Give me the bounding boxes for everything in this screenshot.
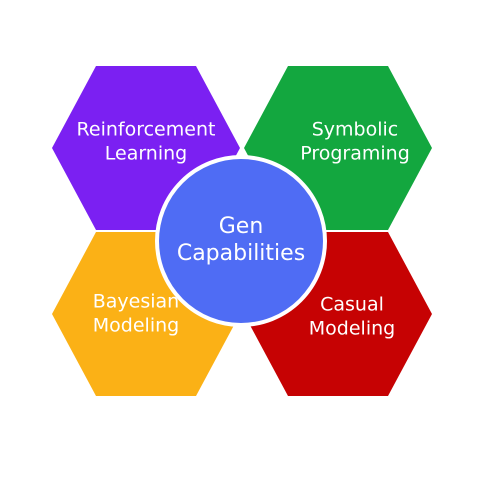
hexagon-label-line1: Bayesian xyxy=(93,291,179,313)
center-label-line1: Gen xyxy=(219,214,264,239)
center-label-line2: Capabilities xyxy=(177,241,305,266)
hexagon-label-line1: Reinforcement xyxy=(77,119,216,141)
hexagon-label-line1: Casual xyxy=(320,294,384,316)
hexagon-label-line2: Learning xyxy=(105,143,188,165)
center-circle xyxy=(155,155,327,327)
hexagon-label-line2: Modeling xyxy=(309,318,395,340)
hexagon-label-line2: Modeling xyxy=(93,315,179,337)
hexagon-label-line2: Programing xyxy=(300,143,410,165)
hexagon-label-line1: Symbolic xyxy=(312,119,399,141)
center-node: Gen Capabilities xyxy=(155,155,327,327)
